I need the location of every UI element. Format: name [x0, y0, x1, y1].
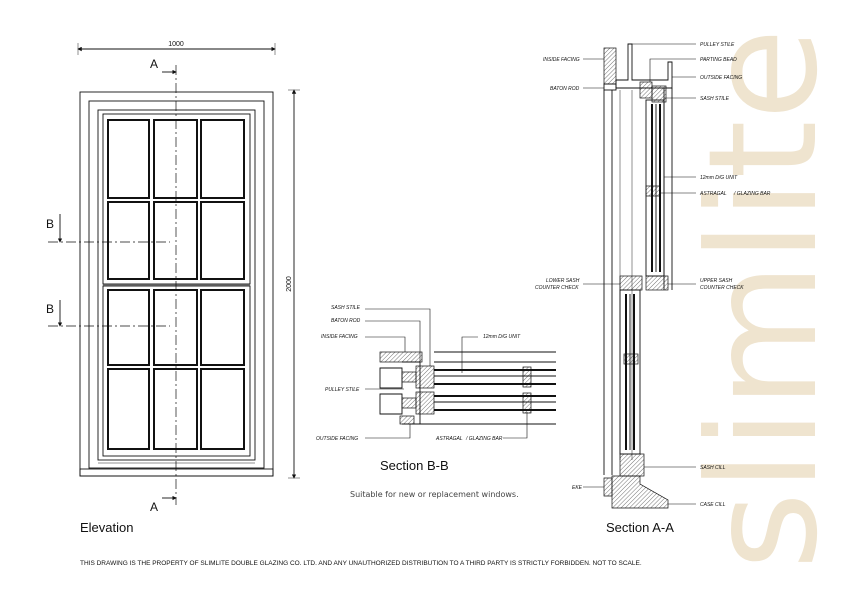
bb-sash-stile-lower [415, 391, 435, 415]
section-aa-view: PULLEY STILE PARTING BEAD INSIDE FACING … [535, 42, 771, 535]
upper-sash-panes [107, 119, 245, 280]
bb-label-outside-facing: OUTSIDE FACING [316, 436, 358, 442]
bb-label-sash-stile: SASH STILE [331, 305, 361, 311]
width-dimension-text: 1000 [168, 41, 184, 48]
aa-label-upper-sash: UPPER SASH [700, 278, 733, 284]
section-mark-a-top: A [150, 57, 158, 71]
section-mark-b-upper: B [46, 217, 54, 231]
aa-label-upper-counter-check: COUNTER CHECK [700, 285, 744, 291]
elevation-view: 1000 2000 [46, 41, 300, 535]
aa-inside-facing [603, 47, 617, 85]
aa-label-sash-stile: SASH STILE [700, 96, 730, 102]
section-mark-b-lower: B [46, 302, 54, 316]
height-dimension-text: 2000 [286, 276, 293, 292]
aa-label-glazing-bar: / GLAZING BAR [733, 191, 771, 197]
brand-logo-text: slimlite [677, 28, 842, 570]
upper-sash [102, 113, 251, 285]
bb-label-astragal: ASTRAGAL [435, 436, 463, 442]
aa-label-dg-unit: 12mm D/G UNIT [700, 175, 738, 181]
bb-label-dg-unit: 12mm D/G UNIT [483, 334, 521, 340]
bb-label-inside-facing: INSIDE FACING [321, 334, 358, 340]
section-aa-title: Section A-A [606, 520, 674, 535]
aa-label-lower-counter-check: COUNTER CHECK [535, 285, 579, 291]
bb-label-glazing-bar: / GLAZING BAR [465, 436, 503, 442]
aa-label-case-cill: CASE CILL [700, 502, 726, 508]
aa-label-inside-facing: INSIDE FACING [543, 57, 580, 63]
bb-inside-facing [379, 351, 423, 363]
bb-label-baton-rod: BATON ROD [331, 318, 361, 324]
aa-label-sash-cill: SASH CILL [700, 465, 726, 471]
aa-case-cill [611, 475, 669, 509]
aa-label-parting-bead: PARTING BEAD [700, 57, 737, 63]
section-bb-view: SASH STILE BATON ROD INSIDE FACING PULLE… [316, 305, 556, 499]
aa-label-baton-rod: BATON ROD [550, 86, 580, 92]
aa-label-pulley-stile: PULLEY STILE [700, 42, 735, 48]
aa-label-lower-sash: LOWER SASH [546, 278, 580, 284]
aa-label-astragal: ASTRAGAL [699, 191, 727, 197]
aa-sash-cill [619, 453, 645, 477]
section-mark-a-bottom: A [150, 500, 158, 514]
suitability-note: Suitable for new or replacement windows. [350, 490, 519, 499]
lower-sash [102, 285, 251, 457]
bb-label-pulley-stile: PULLEY STILE [325, 387, 360, 393]
lower-sash-panes [107, 289, 245, 450]
brand-watermark: slimlite [677, 28, 842, 570]
elevation-title: Elevation [80, 520, 133, 535]
bb-sash-stile-upper [415, 365, 435, 389]
aa-label-outside-facing: OUTSIDE FACING [700, 75, 742, 81]
aa-pulley-stile-head [615, 43, 673, 89]
aa-label-eke: EKE [572, 485, 583, 491]
section-bb-title: Section B-B [380, 458, 449, 473]
footer-disclaimer: THIS DRAWING IS THE PROPERTY OF SLIMLITE… [80, 560, 642, 567]
